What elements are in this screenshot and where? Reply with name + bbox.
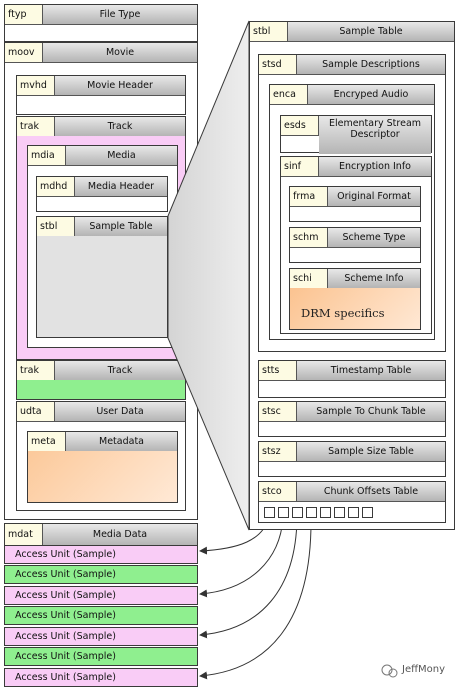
- stbl-title: Sample Table: [288, 22, 454, 41]
- chunk-offset-cell-6: [334, 507, 345, 518]
- chunk-offset-cell-4: [306, 507, 317, 518]
- schm-tag: schm: [290, 228, 328, 247]
- enca-title: Encryped Audio: [308, 85, 434, 104]
- stco-tag: stco: [259, 482, 297, 501]
- access-unit-5: Access Unit (Sample): [4, 627, 198, 646]
- frma-tag: frma: [290, 187, 328, 206]
- zoom-wedge: [167, 20, 250, 531]
- udta-tag: udta: [17, 402, 55, 421]
- drm-specifics-label: DRM specifics: [301, 306, 385, 320]
- schm-title: Scheme Type: [328, 228, 420, 247]
- chunk-offset-cell-2: [278, 507, 289, 518]
- ftyp-title: File Type: [43, 5, 197, 24]
- ftyp-tag: ftyp: [5, 5, 43, 24]
- chunk-offset-cell-5: [320, 507, 331, 518]
- trak-1-tag: trak: [17, 117, 55, 136]
- stbl-small-tag: stbl: [37, 217, 75, 236]
- stsz-title: Sample Size Table: [297, 442, 445, 461]
- stts-tag: stts: [259, 361, 297, 380]
- moov-tag: moov: [5, 43, 43, 62]
- access-unit-1: Access Unit (Sample): [4, 545, 198, 564]
- trak-2-tag: trak: [17, 361, 55, 380]
- moov-title: Movie: [43, 43, 197, 62]
- enca-tag: enca: [270, 85, 308, 104]
- access-unit-6: Access Unit (Sample): [4, 647, 198, 666]
- meta-peach-fill: [28, 451, 177, 502]
- mdia-tag: mdia: [28, 146, 66, 165]
- stbl-tag: stbl: [250, 22, 288, 41]
- stbl-small-title: Sample Table: [75, 217, 167, 236]
- trak-2-title: Track: [55, 361, 185, 380]
- schi-tag: schi: [290, 269, 328, 288]
- stsd-title: Sample Descriptions: [297, 55, 445, 74]
- access-unit-3: Access Unit (Sample): [4, 586, 198, 605]
- chunk-offset-cell-8: [362, 507, 373, 518]
- stsd-tag: stsd: [259, 55, 297, 74]
- esds-title: Elementary Stream Descriptor: [319, 116, 431, 154]
- schi-title: Scheme Info: [328, 269, 420, 288]
- trak-1-title: Track: [55, 117, 185, 136]
- stsc-title: Sample To Chunk Table: [297, 402, 445, 421]
- mdat-title: Media Data: [43, 524, 197, 545]
- meta-title: Metadata: [66, 432, 177, 451]
- esds-tag: esds: [281, 116, 319, 135]
- stbl-small-grey-fill: [37, 236, 167, 337]
- drm-peach-fill: [290, 288, 420, 329]
- stco-title: Chunk Offsets Table: [297, 482, 445, 501]
- sinf-title: Encryption Info: [319, 157, 431, 176]
- trak-2-green-fill: [17, 380, 185, 399]
- sinf-tag: sinf: [281, 157, 319, 176]
- mdhd-tag: mdhd: [37, 177, 75, 196]
- chunk-offset-cell-3: [292, 507, 303, 518]
- stsz-tag: stsz: [259, 442, 297, 461]
- udta-title: User Data: [55, 402, 185, 421]
- access-unit-7: Access Unit (Sample): [4, 668, 198, 687]
- mvhd-title: Movie Header: [55, 76, 185, 95]
- chunk-offset-cell-1: [264, 507, 275, 518]
- meta-tag: meta: [28, 432, 66, 451]
- watermark-text: JeffMony: [402, 664, 445, 675]
- arrow-chunk-4: [199, 517, 312, 680]
- access-unit-2: Access Unit (Sample): [4, 565, 198, 584]
- access-unit-4: Access Unit (Sample): [4, 606, 198, 625]
- stsc-tag: stsc: [259, 402, 297, 421]
- frma-title: Original Format: [328, 187, 420, 206]
- arrow-chunk-3: [199, 517, 298, 639]
- mdhd-title: Media Header: [75, 177, 167, 196]
- stts-title: Timestamp Table: [297, 361, 445, 380]
- mvhd-tag: mvhd: [17, 76, 55, 95]
- mdat-tag: mdat: [5, 524, 43, 545]
- arrow-chunk-2: [199, 517, 284, 598]
- mdia-title: Media: [66, 146, 177, 165]
- chunk-offset-cell-7: [348, 507, 359, 518]
